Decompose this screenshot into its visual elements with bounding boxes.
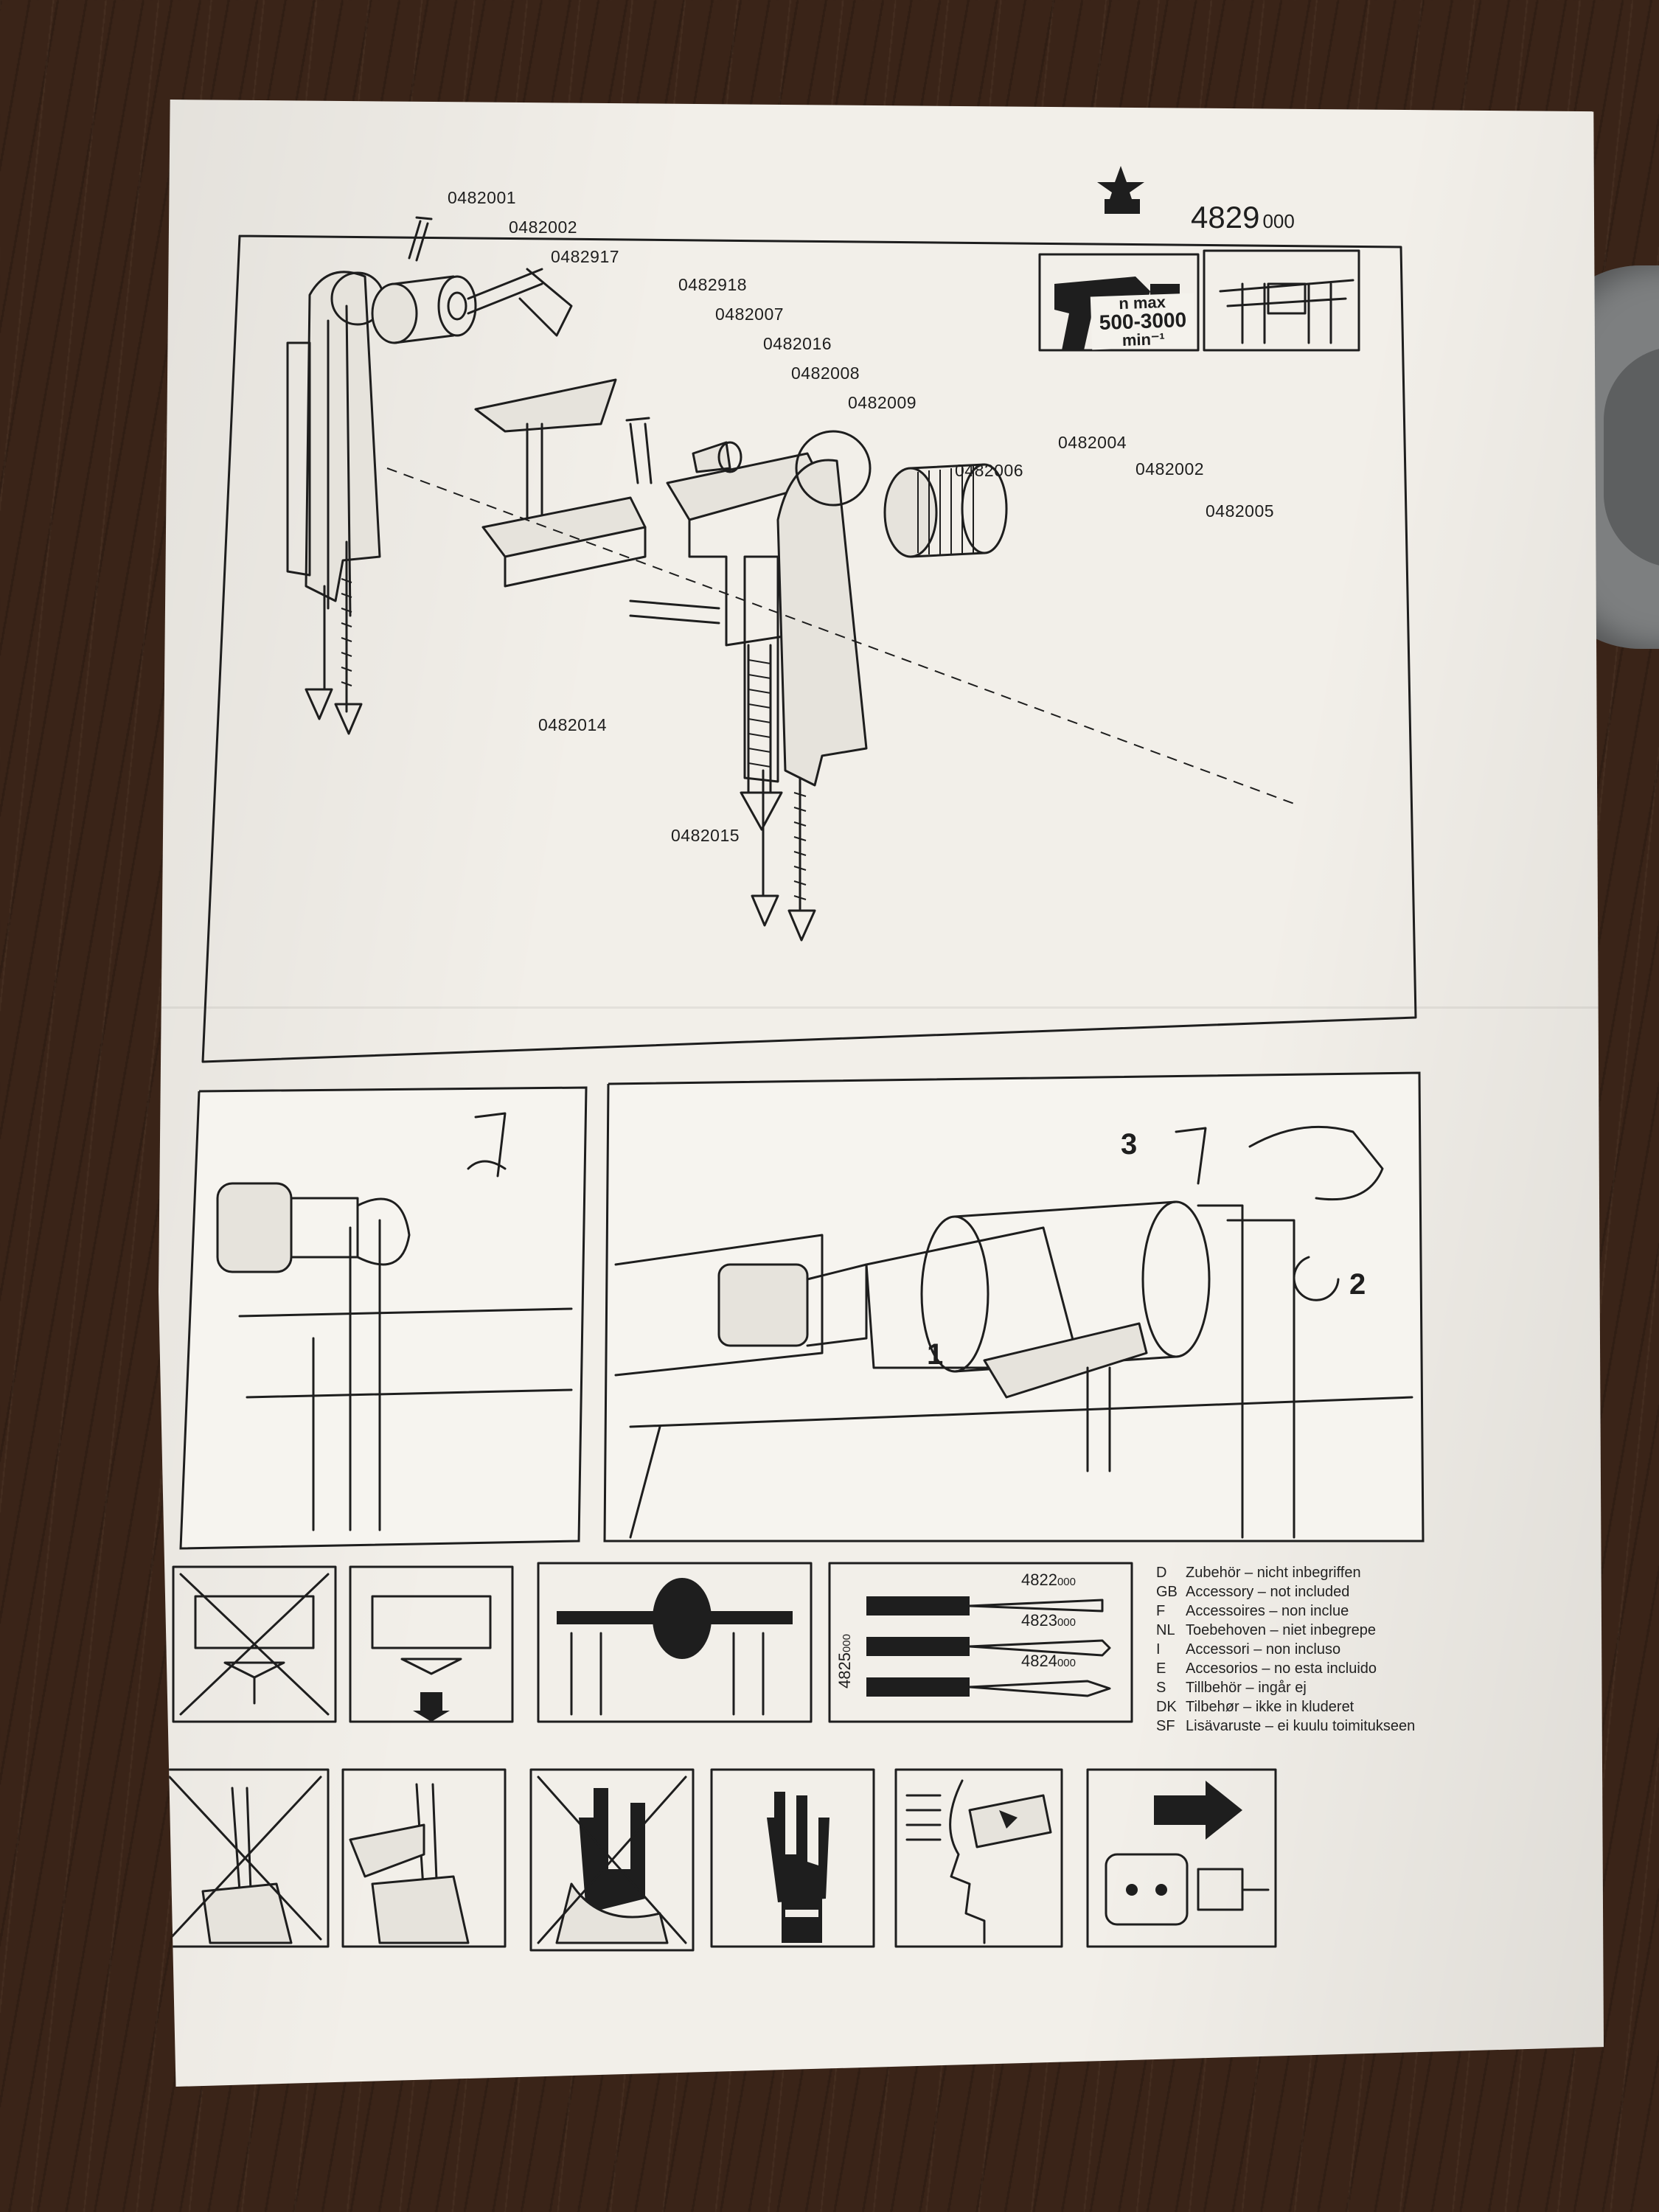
lang-code: I bbox=[1156, 1641, 1161, 1658]
lathe-setup-icon bbox=[537, 1562, 813, 1723]
accessory-code-main: 4823 bbox=[1021, 1611, 1057, 1630]
assembly-axis-line bbox=[386, 467, 1295, 804]
lang-row: D Zubehör – nicht inbegriffen bbox=[1156, 1563, 1415, 1582]
lang-text: Lisävaruste – ei kuulu toimitukseen bbox=[1186, 1718, 1416, 1734]
lang-text: Accessoires – non inclue bbox=[1186, 1603, 1349, 1619]
part-label: 0482008 bbox=[791, 364, 860, 383]
side-code-main: 4825 bbox=[835, 1652, 854, 1688]
threaded-sleeve-part bbox=[883, 463, 1008, 558]
part-label: 0482002 bbox=[509, 218, 578, 237]
panel-mount-drill bbox=[179, 1086, 588, 1550]
accessory-tools-icon bbox=[828, 1562, 1133, 1723]
cone-center-part bbox=[692, 441, 742, 473]
accessory-code-small: 000 bbox=[1057, 1616, 1076, 1629]
lang-row: F Accessoires – non inclue bbox=[1156, 1601, 1415, 1621]
accessory-side-code: 4825000 bbox=[835, 1634, 855, 1688]
spindle-part bbox=[371, 268, 573, 344]
side-code-small: 000 bbox=[841, 1634, 853, 1653]
part-label: 0482005 bbox=[1206, 501, 1275, 521]
lang-text: Accessory – not included bbox=[1186, 1584, 1350, 1600]
lang-code: SF bbox=[1156, 1718, 1175, 1734]
lang-row: GB Accessory – not included bbox=[1156, 1582, 1415, 1601]
part-label: 0482014 bbox=[538, 715, 608, 734]
lang-code: DK bbox=[1156, 1699, 1177, 1715]
drill-chuck-illustration bbox=[216, 1112, 573, 1531]
lang-text: Accessori – non incluso bbox=[1186, 1641, 1341, 1658]
lang-code: E bbox=[1156, 1660, 1166, 1677]
no-hand-icon bbox=[529, 1768, 695, 1952]
part-label: 0482009 bbox=[848, 393, 917, 412]
accessory-language-list: D Zubehör – nicht inbegriffen GB Accessory… bbox=[1156, 1563, 1415, 1736]
step-number: 3 bbox=[1121, 1128, 1138, 1161]
lang-row: NL Toebehoven – niet inbegrepe bbox=[1156, 1621, 1415, 1640]
exploded-view-frame bbox=[201, 234, 1417, 1063]
headstock-clamp bbox=[286, 271, 385, 735]
no-hold-tool-icon bbox=[161, 1768, 330, 1948]
part-label: 0482917 bbox=[551, 247, 620, 266]
accessory-code-small: 000 bbox=[1057, 1576, 1076, 1588]
step-number: 2 bbox=[1349, 1268, 1366, 1301]
part-label: 0482015 bbox=[671, 826, 740, 845]
tailstock-clamp bbox=[743, 430, 872, 942]
part-label: 0482004 bbox=[1058, 433, 1127, 452]
step-number: 1 bbox=[927, 1338, 944, 1371]
panel-turning bbox=[603, 1071, 1425, 1543]
support-workpiece-icon bbox=[349, 1565, 514, 1723]
lang-text: Tillbehör – ingår ej bbox=[1186, 1680, 1307, 1696]
accessory-code-small: 000 bbox=[1057, 1657, 1076, 1669]
lang-row: DK Tilbehør – ikke in kluderet bbox=[1156, 1697, 1415, 1717]
lathe-mini-icon bbox=[1219, 279, 1354, 344]
model-number-suffix: 000 bbox=[1262, 210, 1295, 232]
hold-tool-correctly-icon bbox=[341, 1768, 507, 1948]
lang-row: S Tillbehör – ingår ej bbox=[1156, 1678, 1415, 1697]
glove-icon bbox=[710, 1768, 875, 1948]
accessory-code: 4824000 bbox=[1021, 1652, 1076, 1671]
lang-code: D bbox=[1156, 1565, 1167, 1581]
accessory-code: 4823000 bbox=[1021, 1611, 1076, 1630]
part-label: 0482016 bbox=[763, 334, 832, 353]
star-logo-icon bbox=[1097, 166, 1144, 214]
lang-code: GB bbox=[1156, 1584, 1178, 1600]
instruction-drawings bbox=[161, 166, 1425, 1952]
lang-code: S bbox=[1156, 1680, 1166, 1696]
accessory-code: 4822000 bbox=[1021, 1571, 1076, 1590]
lang-code: NL bbox=[1156, 1622, 1175, 1638]
turning-illustration bbox=[614, 1125, 1413, 1539]
lang-row: SF Lisävaruste – ei kuulu toimitukseen bbox=[1156, 1717, 1415, 1736]
lang-code: F bbox=[1156, 1603, 1166, 1619]
speed-label: n max 500-3000 min⁻¹ bbox=[1090, 293, 1196, 350]
lang-text: Zubehör – nicht inbegriffen bbox=[1186, 1565, 1361, 1581]
lang-text: Toebehoven – niet inbegrepe bbox=[1186, 1622, 1376, 1638]
accessory-code-main: 4822 bbox=[1021, 1571, 1057, 1589]
safety-goggles-icon bbox=[894, 1768, 1063, 1948]
model-number-main: 4829 bbox=[1191, 200, 1260, 234]
lang-text: Tilbehør – ikke in kluderet bbox=[1186, 1699, 1354, 1715]
lang-row: E Accesorios – no esta incluido bbox=[1156, 1659, 1415, 1678]
lang-row: I Accessori – non incluso bbox=[1156, 1640, 1415, 1659]
part-label: 0482006 bbox=[955, 461, 1024, 480]
tool-rest-part bbox=[474, 378, 647, 588]
part-label: 0482918 bbox=[678, 275, 748, 294]
unplug-icon bbox=[1086, 1768, 1277, 1948]
lang-text: Accesorios – no esta incluido bbox=[1186, 1660, 1377, 1677]
part-label: 0482002 bbox=[1135, 459, 1205, 479]
part-label: 0482007 bbox=[715, 305, 785, 324]
part-label: 0482001 bbox=[448, 188, 517, 207]
no-cut-workpiece-icon bbox=[172, 1565, 337, 1723]
accessory-code-main: 4824 bbox=[1021, 1652, 1057, 1670]
screw-part bbox=[408, 216, 433, 262]
paper-fold bbox=[159, 1006, 1604, 1009]
pin-part bbox=[625, 417, 653, 484]
